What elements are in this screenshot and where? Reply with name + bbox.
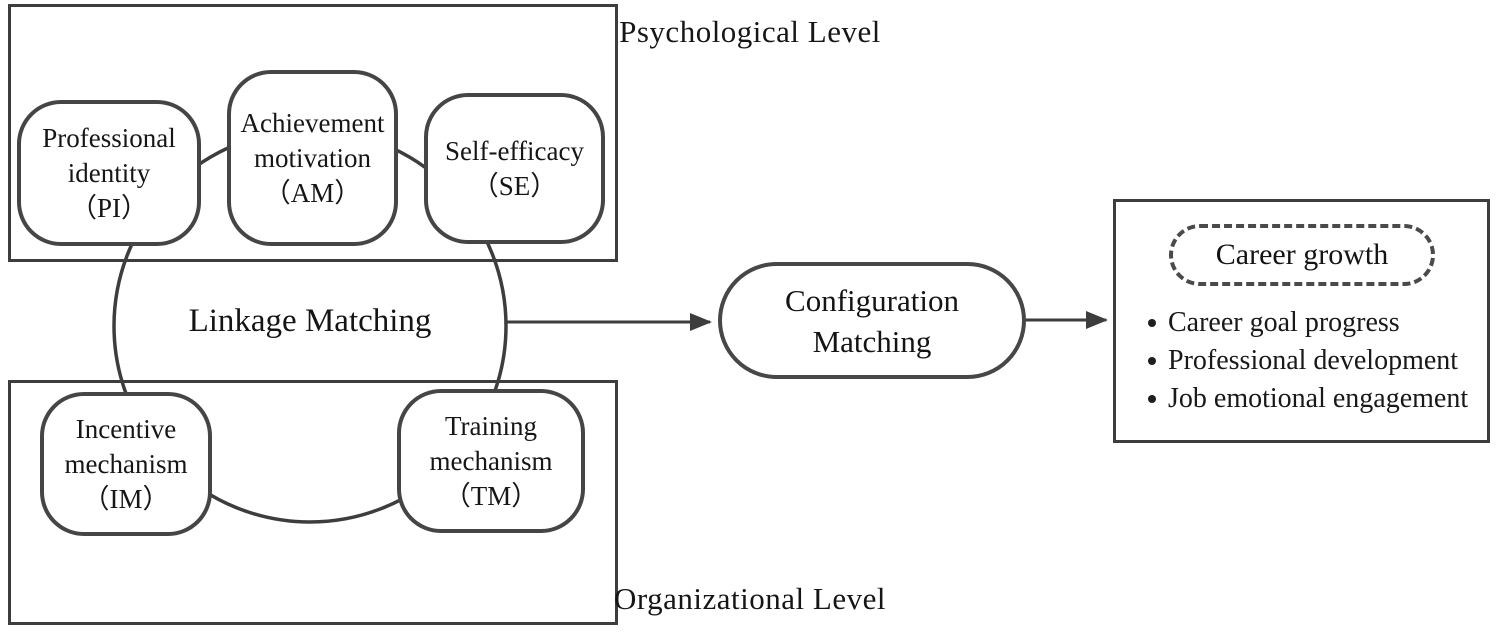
organizational-level-title: Organizational Level [614,581,886,616]
configuration-matching-pill: Configuration Matching [718,262,1026,379]
node-self-efficacy: Self-efficacy （SE） [424,93,605,244]
bullet-dot-icon [1148,357,1156,365]
bullet-dot-icon [1148,395,1156,403]
list-item: Career goal progress [1148,304,1479,342]
career-growth-title-pill: Career growth [1169,224,1435,286]
bullet-dot-icon [1148,319,1156,327]
career-growth-box: Career growth Career goal progress Profe… [1113,199,1490,443]
list-item-label: Career goal progress [1168,307,1400,338]
list-item-label: Professional development [1168,345,1459,376]
career-growth-list: Career goal progress Professional develo… [1148,304,1479,418]
psychological-level-title: Psychological Level [619,14,881,49]
list-item-label: Job emotional engagement [1168,383,1469,414]
list-item: Job emotional engagement [1148,380,1479,418]
node-professional-identity: Professional identity （PI） [17,100,201,246]
list-item: Professional development [1148,342,1479,380]
linkage-matching-label: Linkage Matching [188,303,432,339]
node-training-mechanism: Training mechanism （TM） [397,389,585,533]
career-growth-title: Career growth [1215,238,1389,271]
organizational-level-box [8,380,618,625]
node-achievement-motivation: Achievement motivation （AM） [227,70,398,246]
node-incentive-mechanism: Incentive mechanism （IM） [40,392,212,536]
psychological-level-box [8,4,618,262]
